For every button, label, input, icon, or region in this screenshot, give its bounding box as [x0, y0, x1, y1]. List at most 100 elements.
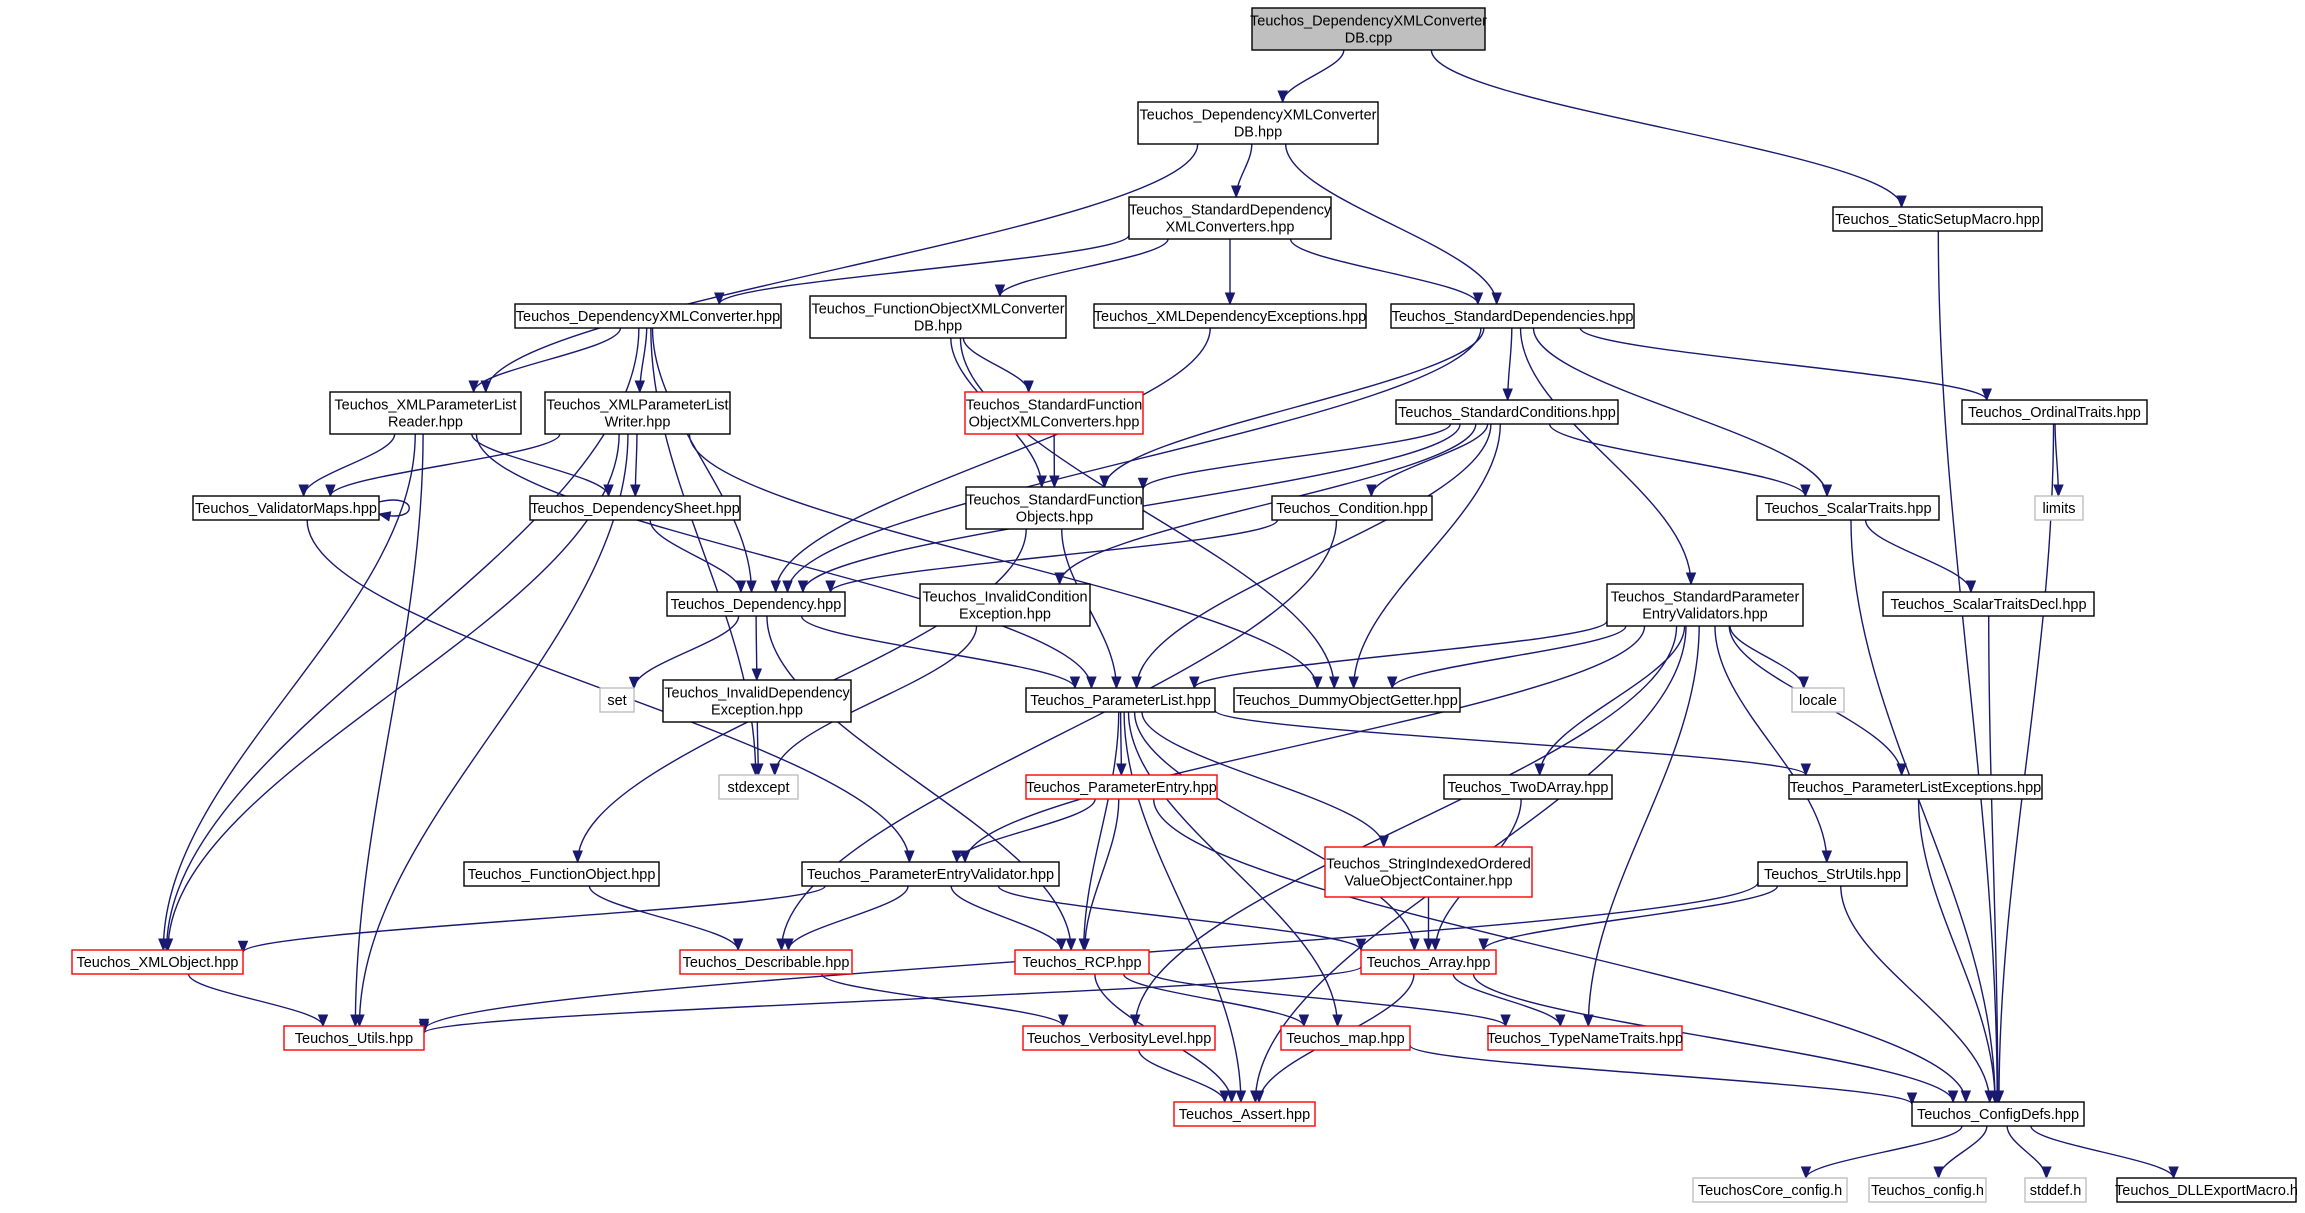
graph-node[interactable]: Teuchos_ConfigDefs.hpp: [1911, 1101, 2085, 1127]
edge-arrowhead: [1366, 484, 1377, 498]
graph-node[interactable]: Teuchos_DependencyXMLConverter.hpp: [514, 303, 782, 329]
graph-node[interactable]: Teuchos_DLLExportMacro.h: [2115, 1177, 2298, 1203]
graph-node[interactable]: Teuchos_Utils.hpp: [283, 1025, 425, 1051]
graph-node[interactable]: Teuchos_XMLObject.hpp: [71, 949, 244, 975]
graph-node[interactable]: Teuchos_ScalarTraits.hpp: [1756, 495, 1940, 521]
dependency-edge: [1289, 238, 1484, 306]
edge-line: [187, 973, 324, 1027]
edge-arrowhead: [1386, 676, 1398, 690]
dependency-edge: [800, 615, 1081, 690]
dependency-edge: [997, 885, 1367, 952]
edge-line: [1370, 423, 1489, 497]
graph-node[interactable]: Teuchos_StandardParameterEntryValidators…: [1606, 583, 1804, 627]
node-label: Teuchos_map.hpp: [1286, 1031, 1405, 1047]
edge-arrowhead: [1086, 676, 1097, 690]
node-label: Reader.hpp: [388, 415, 463, 431]
graph-node[interactable]: Teuchos_DummyObjectGetter.hpp: [1233, 687, 1461, 713]
graph-node[interactable]: Teuchos_ParameterListExceptions.hpp: [1788, 774, 2043, 800]
edge-line: [1430, 49, 1903, 208]
graph-node[interactable]: Teuchos_Dependency.hpp: [666, 591, 846, 617]
edge-arrowhead: [298, 484, 309, 498]
edge-arrowhead: [1137, 477, 1149, 491]
edge-line: [1937, 1125, 1988, 1179]
graph-node[interactable]: Teuchos_VerbosityLevel.hpp: [1022, 1025, 1216, 1051]
dependency-edge: [1583, 625, 1700, 1028]
edge-line: [1142, 423, 1452, 490]
graph-node[interactable]: Teuchos_FunctionObject.hpp: [463, 861, 660, 887]
edge-line: [1587, 625, 1700, 1027]
edge-arrowhead: [1023, 380, 1034, 394]
graph-node[interactable]: Teuchos_ScalarTraitsDecl.hpp: [1882, 591, 2095, 617]
node-box: [801, 861, 1060, 887]
dependency-edge: [651, 327, 757, 594]
dependency-edge: [770, 327, 1211, 594]
edge-arrowhead: [1230, 185, 1242, 199]
edge-line: [1864, 519, 1972, 593]
graph-node[interactable]: Teuchos_StaticSetupMacro.hpp: [1832, 206, 2043, 232]
node-box: [463, 861, 660, 887]
edge-line: [588, 885, 739, 951]
edge-arrowhead: [1056, 938, 1067, 952]
dependency-edge: [1366, 423, 1489, 498]
graph-node[interactable]: Teuchos_Describable.hpp: [679, 949, 853, 975]
edge-arrowhead: [2168, 1166, 2179, 1180]
dependency-edge: [1452, 973, 1566, 1028]
edge-arrowhead: [325, 484, 336, 498]
graph-node[interactable]: Teuchos_Array.hpp: [1360, 949, 1497, 975]
edge-arrowhead: [1798, 676, 1809, 690]
graph-node[interactable]: Teuchos_Assert.hpp: [1173, 1101, 1316, 1127]
graph-node[interactable]: Teuchos_TypeNameTraits.hpp: [1487, 1025, 1683, 1051]
node-label: limits: [2042, 501, 2075, 517]
graph-node[interactable]: Teuchos_StandardFunctionObjectXMLConvert…: [964, 391, 1144, 435]
graph-node[interactable]: Teuchos_StandardDependencies.hpp: [1390, 303, 1635, 329]
graph-node[interactable]: Teuchos_StandardConditions.hpp: [1395, 399, 1619, 425]
graph-node[interactable]: Teuchos_ParameterEntry.hpp: [1025, 774, 1218, 800]
edge-arrowhead: [1219, 1090, 1230, 1104]
edge-arrowhead: [714, 292, 725, 306]
edge-arrowhead: [994, 284, 1006, 298]
graph-node[interactable]: Teuchos_Condition.hpp: [1271, 495, 1433, 521]
graph-node[interactable]: Teuchos_map.hpp: [1280, 1025, 1411, 1051]
graph-node[interactable]: Teuchos_XMLDependencyExceptions.hpp: [1093, 303, 1367, 329]
graph-node[interactable]: Teuchos_StringIndexedOrderedValueObjectC…: [1324, 846, 1533, 898]
edge-arrowhead: [735, 580, 747, 594]
graph-node[interactable]: Teuchos_ParameterList.hpp: [1025, 687, 1216, 713]
edge-arrowhead: [1821, 850, 1833, 864]
node-label: Teuchos_StaticSetupMacro.hpp: [1835, 212, 2040, 228]
node-box: [599, 687, 635, 713]
edge-arrowhead: [782, 580, 793, 594]
edge-line: [786, 327, 1482, 593]
edge-line: [354, 433, 424, 1027]
graph-node[interactable]: Teuchos_ValidatorMaps.hpp: [192, 495, 380, 521]
edge-arrowhead: [1947, 1090, 1959, 1104]
edge-arrowhead: [1423, 938, 1434, 952]
graph-node[interactable]: Teuchos_StrUtils.hpp: [1757, 861, 1908, 887]
graph-node[interactable]: Teuchos_ParameterEntryValidator.hpp: [801, 861, 1060, 887]
edge-arrowhead: [634, 380, 646, 394]
graph-node[interactable]: Teuchos_StandardDependencyXMLConverters.…: [1128, 196, 1332, 240]
edge-line: [1850, 519, 1996, 1103]
graph-node[interactable]: Teuchos_OrdinalTraits.hpp: [1961, 399, 2148, 425]
node-label: ValueObjectContainer.hpp: [1344, 874, 1512, 890]
dependency-edge: [350, 433, 424, 1028]
edge-arrowhead: [1965, 580, 1977, 594]
node-box: [1093, 303, 1367, 329]
dependency-edge: [1122, 973, 1310, 1028]
node-box: [1173, 1101, 1316, 1127]
edge-arrowhead: [1235, 1090, 1247, 1104]
graph-node[interactable]: Teuchos_TwoDArray.hpp: [1443, 774, 1613, 800]
edge-arrowhead: [1065, 938, 1077, 952]
graph-node: Teuchos_config.h: [1868, 1177, 1987, 1203]
graph-node[interactable]: Teuchos_DependencySheet.hpp: [529, 495, 741, 521]
node-box: [544, 391, 731, 435]
dependency-edge: [1864, 519, 1977, 594]
graph-node[interactable]: Teuchos_RCP.hpp: [1014, 949, 1150, 975]
